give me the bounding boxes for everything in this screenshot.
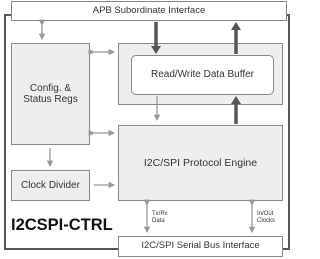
tx-rx-data-label: Tx/Rx Data xyxy=(152,211,168,224)
block-name-label: I2CSPI-CTRL xyxy=(11,216,113,234)
arrow-apb-to-buffer-head xyxy=(151,46,161,54)
apb-interface-label: APB Subordinate Interface xyxy=(92,4,206,16)
connection-arrows xyxy=(38,19,256,234)
apb-interface-block: APB Subordinate Interface xyxy=(11,1,287,21)
config-status-regs-label: Config. & Status Regs xyxy=(23,82,78,106)
serial-bus-interface-block: I2C/SPI Serial Bus Interface xyxy=(118,236,283,257)
arrow-buffer-to-apb-head xyxy=(231,22,241,30)
in-out-clocks-label: In/Out Clocks xyxy=(257,211,276,224)
clock-divider-label: Clock Divider xyxy=(21,179,80,191)
data-buffer-block: Read/Write Data Buffer xyxy=(131,55,274,95)
config-status-regs-block: Config. & Status Regs xyxy=(11,43,90,145)
clock-divider-block: Clock Divider xyxy=(11,170,90,201)
arrow-engine-to-buffer-head xyxy=(231,96,241,104)
protocol-engine-label: I2C/SPI Protocol Engine xyxy=(143,156,258,169)
data-buffer-label: Read/Write Data Buffer xyxy=(150,69,254,81)
protocol-engine-block: I2C/SPI Protocol Engine xyxy=(118,125,283,201)
serial-bus-interface-label: I2C/SPI Serial Bus Interface xyxy=(141,240,260,252)
diagram-canvas: APB Subordinate Interface Config. & Stat… xyxy=(4,1,290,257)
